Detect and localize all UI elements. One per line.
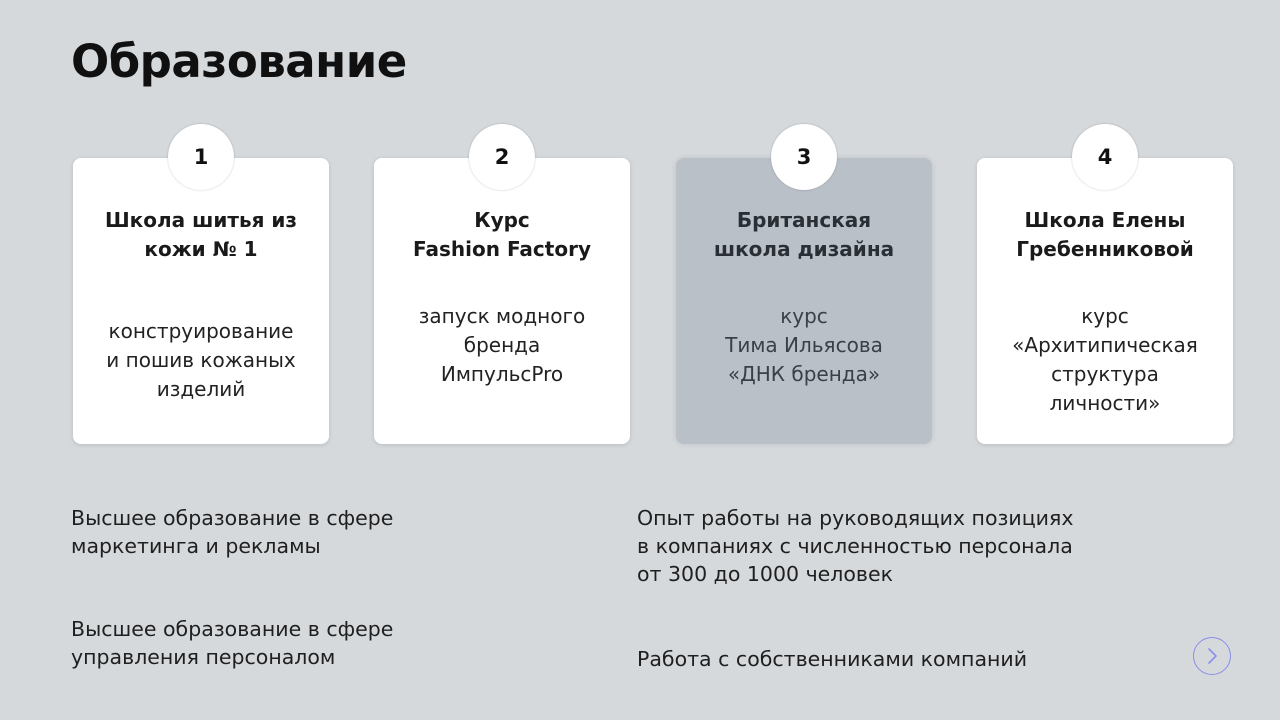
education-card-3: 3 Британская школа дизайна курс Тима Иль…	[676, 124, 932, 444]
card-title: Школа Елены Гребенниковой	[1016, 208, 1194, 261]
card-number-badge: 2	[469, 124, 535, 190]
card-description: курс Тима Ильясова «ДНК бренда»	[725, 304, 883, 386]
card-description: запуск модного бренда ИмпульсPro	[418, 304, 586, 386]
card-number-badge: 3	[771, 124, 837, 190]
info-management-experience: Опыт работы на руководящих позициях в ко…	[637, 506, 1074, 586]
card-description: конструирование и пошив кожаных изделий	[106, 319, 296, 401]
education-card-2: 2 Курс Fashion Factory запуск модного бр…	[374, 124, 630, 444]
card-title: Курс Fashion Factory	[413, 208, 591, 261]
page-title: Образование	[71, 35, 407, 88]
card-title: Британская школа дизайна	[713, 208, 895, 261]
card-number-badge: 4	[1072, 124, 1138, 190]
info-marketing-education: Высшее образование в сфере маркетинга и …	[71, 506, 394, 558]
education-card-1: 1 Школа шитья из кожи № 1 конструировани…	[73, 124, 329, 444]
card-description: курс «Архитипическая структура личности»	[1012, 304, 1198, 415]
next-slide-button[interactable]	[1193, 637, 1231, 675]
info-owners-work: Работа с собственниками компаний	[637, 647, 1028, 671]
info-hr-education: Высшее образование в сфере управления пе…	[71, 617, 394, 669]
chevron-right-icon	[1208, 648, 1217, 664]
card-number-badge: 1	[168, 124, 234, 190]
card-title: Школа шитья из кожи № 1	[104, 208, 298, 261]
education-card-4: 4 Школа Елены Гребенниковой курс «Архити…	[977, 124, 1233, 444]
